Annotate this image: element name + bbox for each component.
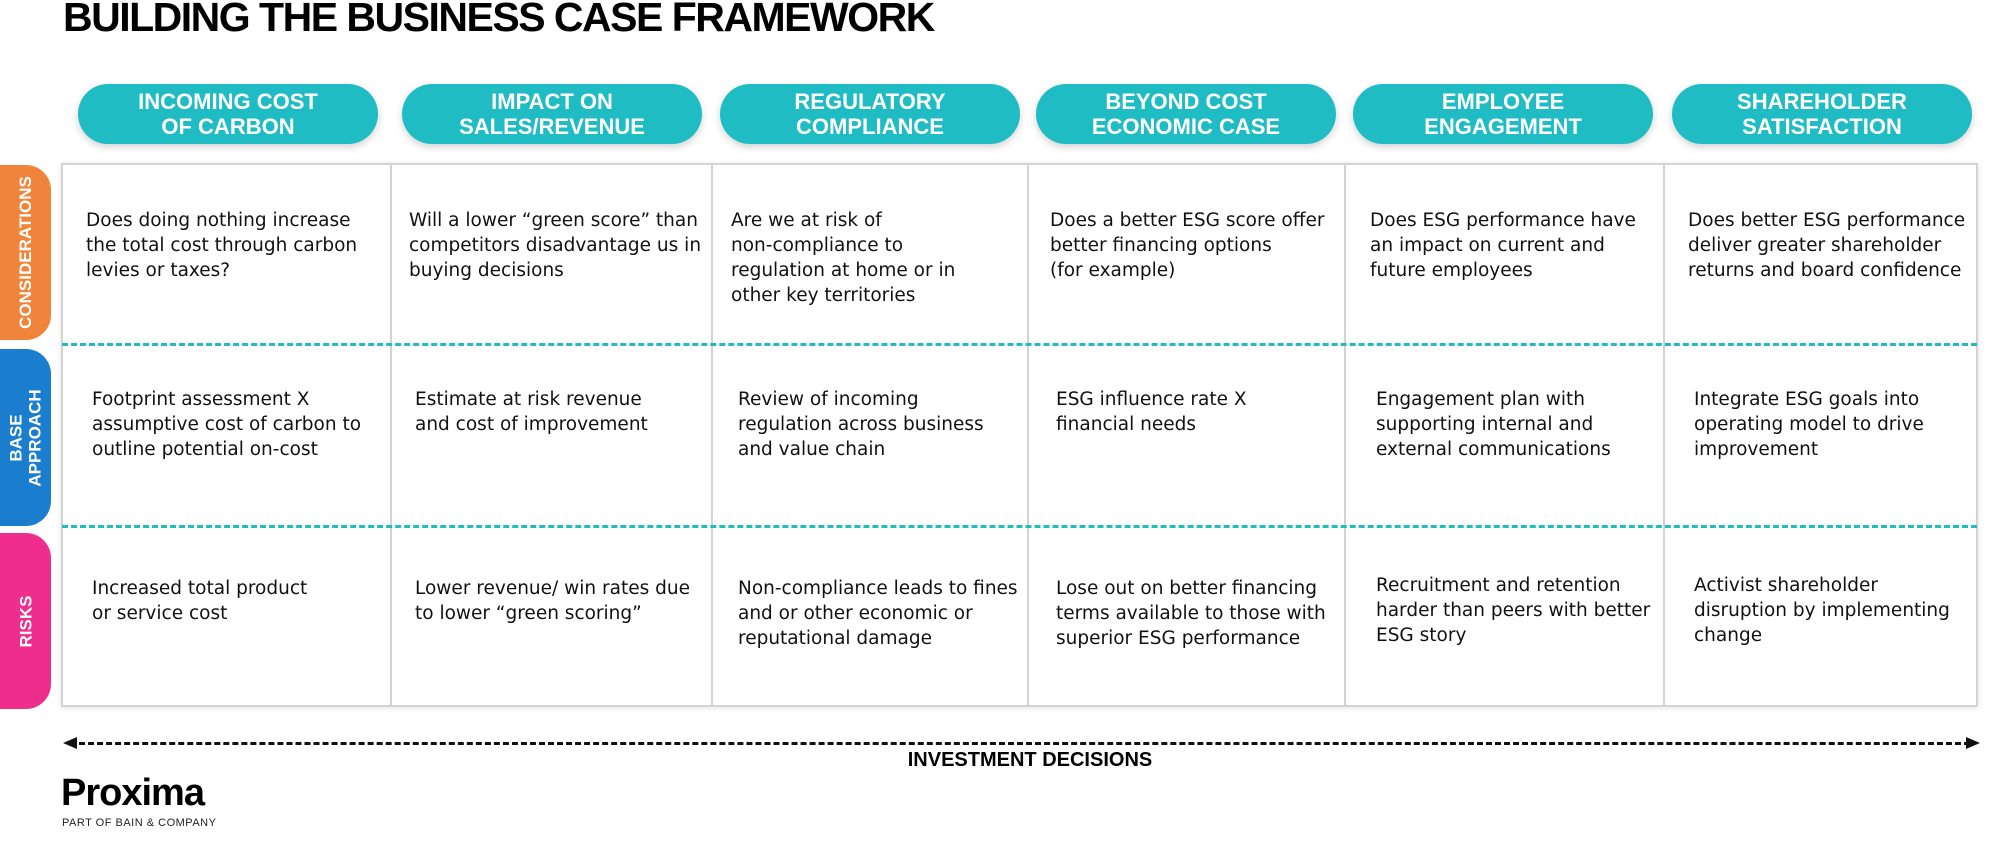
cell-approach-carbon: Footprint assessment X assumptive cost o…	[92, 389, 362, 460]
column-divider	[1663, 164, 1665, 706]
cell-considerations-regulatory: Are we at risk of non-compliance to regu…	[731, 210, 956, 306]
cell-risks-shareholder: Activist shareholder disruption by imple…	[1694, 575, 1950, 646]
row-label-text: CONSIDERATIONS	[16, 176, 36, 329]
column-divider	[1027, 164, 1029, 706]
row-divider	[62, 343, 1977, 346]
arrow-left-icon	[63, 737, 77, 749]
cell-risks-employee: Recruitment and retention harder than pe…	[1376, 575, 1651, 646]
framework-grid	[61, 163, 1978, 707]
column-header-carbon: INCOMING COST OF CARBON	[78, 84, 378, 144]
proxima-logo: Proxima	[61, 772, 205, 814]
cell-risks-regulatory: Non-compliance leads to fines and or oth…	[738, 578, 1018, 649]
row-label-text: BASE APPROACH	[6, 388, 45, 487]
column-divider	[711, 164, 713, 706]
cell-considerations-employee: Does ESG performance have an impact on c…	[1370, 210, 1636, 281]
row-divider	[62, 525, 1977, 528]
logo-tagline: PART OF BAIN & COMPANY	[62, 817, 217, 829]
column-divider	[1344, 164, 1346, 706]
cell-considerations-carbon: Does doing nothing increase the total co…	[86, 210, 358, 281]
row-label-risks: RISKS	[0, 533, 51, 709]
row-label-text: RISKS	[16, 595, 35, 647]
cell-risks-carbon: Increased total product or service cost	[92, 578, 308, 624]
arrow-right-icon	[1966, 737, 1980, 749]
investment-decisions-label: INVESTMENT DECISIONS	[907, 749, 1153, 771]
cell-approach-employee: Engagement plan with supporting internal…	[1376, 389, 1611, 460]
investment-axis-line	[70, 742, 1970, 745]
cell-considerations-economic: Does a better ESG score offer better fin…	[1050, 210, 1325, 281]
cell-risks-sales: Lower revenue/ win rates due to lower “g…	[415, 578, 690, 624]
column-header-sales: IMPACT ON SALES/REVENUE	[402, 84, 702, 144]
column-header-economic: BEYOND COST ECONOMIC CASE	[1036, 84, 1336, 144]
column-divider	[390, 164, 392, 706]
cell-approach-regulatory: Review of incoming regulation across bus…	[738, 389, 984, 460]
cell-risks-economic: Lose out on better financing terms avail…	[1056, 578, 1326, 649]
cell-approach-shareholder: Integrate ESG goals into operating model…	[1694, 389, 1924, 460]
page-title: BUILDING THE BUSINESS CASE FRAMEWORK	[63, 0, 935, 40]
column-header-employee: EMPLOYEE ENGAGEMENT	[1353, 84, 1653, 144]
cell-approach-sales: Estimate at risk revenue and cost of imp…	[415, 389, 648, 435]
column-header-shareholder: SHAREHOLDER SATISFACTION	[1672, 84, 1972, 144]
column-header-regulatory: REGULATORY COMPLIANCE	[720, 84, 1020, 144]
cell-considerations-shareholder: Does better ESG performance deliver grea…	[1688, 210, 1966, 281]
cell-considerations-sales: Will a lower “green score” than competit…	[409, 210, 702, 281]
row-label-considerations: CONSIDERATIONS	[0, 165, 51, 340]
row-label-base-approach: BASE APPROACH	[0, 349, 51, 526]
cell-approach-economic: ESG influence rate X financial needs	[1056, 389, 1247, 435]
